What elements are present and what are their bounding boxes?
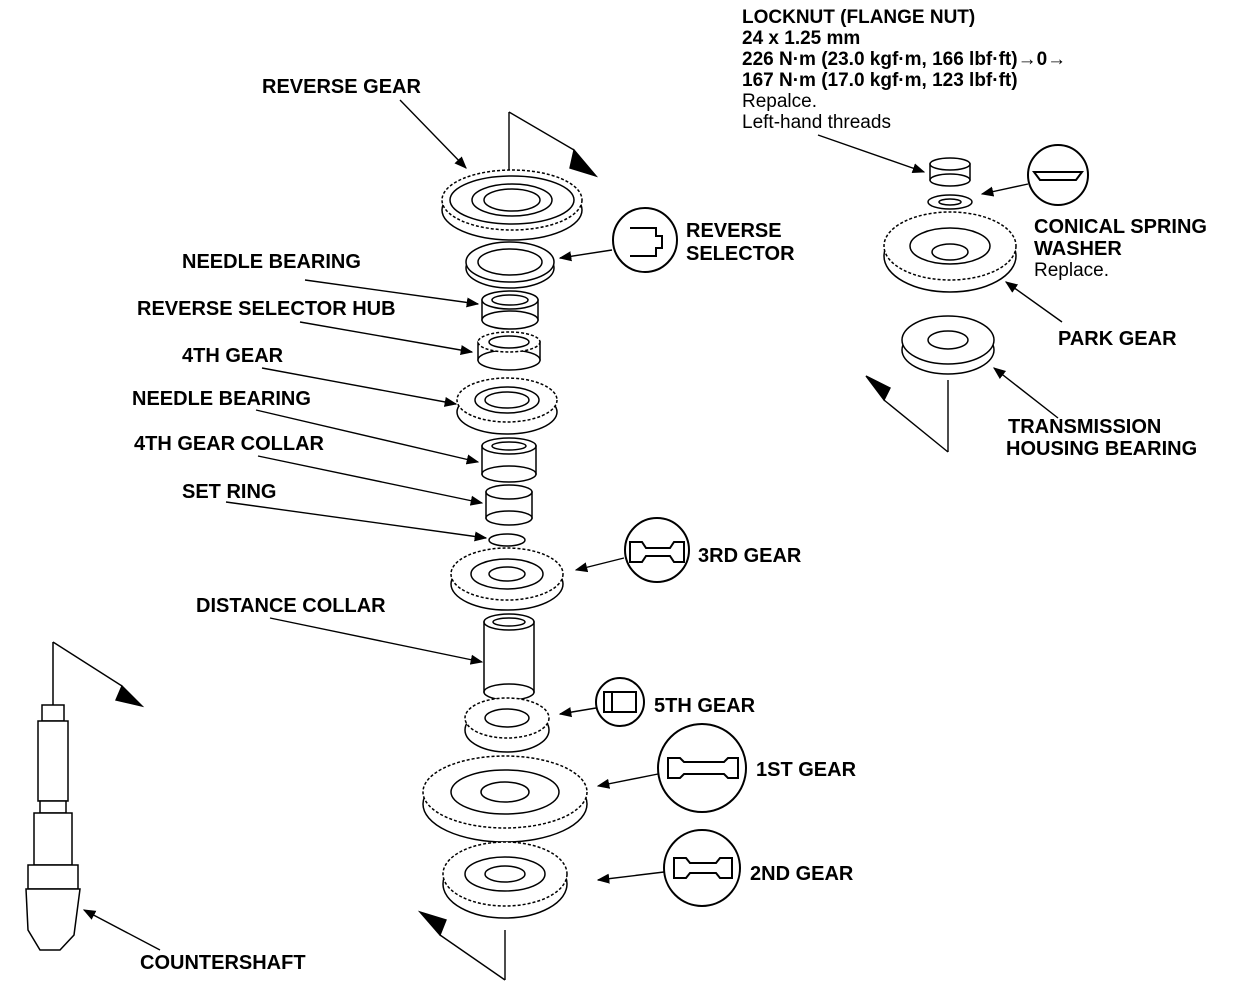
first-gear-part bbox=[422, 755, 588, 843]
right-assembly-direction-arrow bbox=[865, 375, 949, 453]
park-gear-label: PARK GEAR bbox=[1058, 328, 1177, 350]
countershaft-label: COUNTERSHAFT bbox=[140, 952, 306, 974]
leader-lines bbox=[82, 99, 1063, 951]
fifth-gear-label: 5TH GEAR bbox=[654, 695, 756, 717]
first-gear-label: 1ST GEAR bbox=[756, 759, 857, 781]
second-gear-label: 2ND GEAR bbox=[750, 863, 854, 885]
set-ring-label: SET RING bbox=[182, 481, 276, 503]
reverse-selector-part bbox=[465, 241, 555, 289]
third-gear-part bbox=[450, 547, 564, 611]
reverse-gear-label: REVERSE GEAR bbox=[262, 76, 421, 98]
locknut-title: LOCKNUT (FLANGE NUT) bbox=[742, 7, 975, 28]
locknut-part bbox=[929, 157, 971, 187]
needle-bearing-top-label: NEEDLE BEARING bbox=[182, 251, 361, 273]
locknut-torque-2: 167 N·m (17.0 kgf·m, 123 lbf·ft) bbox=[742, 70, 1018, 91]
conical-spring-washer-detail-icon bbox=[1027, 144, 1089, 206]
distance-collar-label: DISTANCE COLLAR bbox=[196, 595, 386, 617]
fifth-gear-part bbox=[464, 697, 550, 753]
reverse-selector-label-line2: SELECTOR bbox=[686, 243, 795, 265]
locknut-size: 24 x 1.25 mm bbox=[742, 28, 860, 49]
third-gear-label: 3RD GEAR bbox=[698, 545, 802, 567]
second-gear-part bbox=[442, 841, 568, 919]
assembly-direction-arrow-bottom bbox=[417, 910, 506, 981]
transmission-housing-bearing-label-line2: HOUSING BEARING bbox=[1006, 438, 1197, 460]
park-gear-part bbox=[883, 211, 1017, 293]
needle-bearing-mid-part bbox=[481, 437, 537, 483]
third-gear-detail-icon bbox=[624, 517, 690, 583]
second-gear-detail-icon bbox=[663, 829, 741, 907]
set-ring-part bbox=[488, 533, 526, 547]
countershaft-part bbox=[25, 642, 81, 951]
fourth-gear-label: 4TH GEAR bbox=[182, 345, 284, 367]
distance-collar-part bbox=[483, 613, 535, 701]
reverse-selector-label-line1: REVERSE bbox=[686, 220, 782, 242]
fourth-gear-collar-label: 4TH GEAR COLLAR bbox=[134, 433, 325, 455]
reverse-selector-detail-icon bbox=[612, 207, 678, 273]
fourth-gear-part bbox=[456, 377, 558, 435]
needle-bearing-mid-label: NEEDLE BEARING bbox=[132, 388, 311, 410]
reverse-selector-hub-label: REVERSE SELECTOR HUB bbox=[137, 298, 396, 320]
locknut-torque-1: 226 N·m (23.0 kgf·m, 166 lbf·ft)→0→ bbox=[742, 49, 1066, 70]
reverse-gear-part bbox=[441, 169, 583, 241]
conical-spring-washer-part bbox=[927, 194, 973, 210]
locknut-note-1: Repalce. bbox=[742, 91, 817, 112]
conical-spring-washer-label-line2: WASHER bbox=[1034, 238, 1122, 260]
transmission-housing-bearing-part bbox=[901, 315, 995, 375]
reverse-selector-hub-part bbox=[477, 331, 541, 371]
fourth-gear-collar-part bbox=[485, 484, 533, 526]
locknut-note-2: Left-hand threads bbox=[742, 112, 891, 133]
transmission-housing-bearing-label-line1: TRANSMISSION bbox=[1008, 416, 1161, 438]
first-gear-detail-icon bbox=[657, 723, 747, 813]
conical-spring-washer-label-line1: CONICAL SPRING bbox=[1034, 216, 1207, 238]
assembly-direction-arrow-top bbox=[508, 111, 599, 178]
needle-bearing-top-part bbox=[481, 290, 539, 330]
fifth-gear-detail-icon bbox=[595, 677, 645, 727]
conical-spring-washer-label-line3: Replace. bbox=[1034, 260, 1109, 281]
countershaft-direction-arrow bbox=[52, 641, 145, 708]
